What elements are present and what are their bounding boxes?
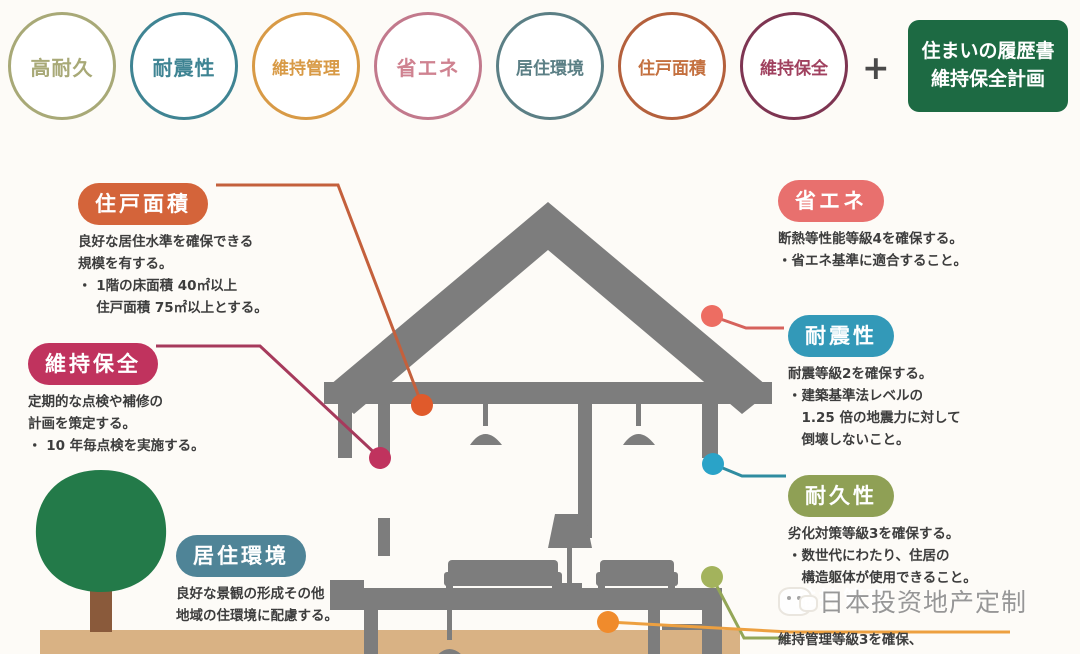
criteria-circle-label: 高耐久 — [30, 55, 94, 80]
callout-sho-ene: 省エネ断熱等性能等級4を確保する。 ・省エネ基準に適合すること。 — [778, 180, 967, 273]
callout-taikyu-sei-body: 劣化対策等級3を確保する。 ・数世代にわたり、住居の 構造躯体が使用できること。 — [788, 526, 977, 586]
callout-kyoju-kankyo: 居住環境良好な景観の形成その他 地域の住環境に配慮する。 — [176, 535, 338, 628]
house-structure — [330, 398, 722, 654]
criteria-circle-label: 維持保全 — [760, 58, 828, 79]
criteria-circle-6[interactable]: 維持保全 — [740, 12, 848, 120]
marker-dot-group — [369, 305, 724, 633]
callout-taikyu-sei: 耐久性劣化対策等級3を確保する。 ・数世代にわたり、住居の 構造躯体が使用できる… — [788, 475, 977, 590]
marker-taishin-sei — [702, 453, 724, 475]
callout-sho-ene-body: 断熱等性能等級4を確保する。 ・省エネ基準に適合すること。 — [778, 231, 967, 269]
badge-line-2: 維持保全計画 — [930, 68, 1045, 90]
callout-iji-hozen-body: 定期的な点検や補修の 計画を策定する。 ・ 10 年毎点検を実施する。 — [28, 394, 205, 454]
marker-juko-menseki — [411, 394, 433, 416]
criteria-circle-0[interactable]: 高耐久 — [8, 12, 116, 120]
callout-juko-menseki-body: 良好な居住水準を確保できる 規模を有する。 ・ 1階の床面積 40㎡以上 住戸面… — [78, 234, 268, 316]
criteria-circle-4[interactable]: 居住環境 — [496, 12, 604, 120]
house-cutaway-illustration — [35, 183, 1010, 654]
callout-taishin-sei: 耐震性耐震等級2を確保する。 ・建築基準法レベルの 1.25 倍の地震力に対して… — [788, 315, 961, 451]
upper-floor-furniture — [444, 398, 678, 592]
criteria-circle-label: 耐震性 — [152, 55, 216, 80]
callout-iji-hozen-pill: 維持保全 — [28, 343, 158, 385]
criteria-circle-3[interactable]: 省エネ — [374, 12, 482, 120]
callout-juko-menseki-pill: 住戸面積 — [78, 183, 208, 225]
callout-taikyu-sei-pill: 耐久性 — [788, 475, 894, 517]
criteria-circle-2[interactable]: 維持管理 — [252, 12, 360, 120]
marker-iji-hozen — [369, 447, 391, 469]
callout-sho-ene-pill: 省エネ — [778, 180, 884, 222]
callout-taishin-sei-body: 耐震等級2を確保する。 ・建築基準法レベルの 1.25 倍の地震力に対して 倒壊… — [788, 366, 961, 448]
criteria-circle-5[interactable]: 住戸面積 — [618, 12, 726, 120]
criteria-circle-label: 居住環境 — [516, 58, 584, 79]
marker-taikyu-sei — [701, 566, 723, 588]
tree-icon — [35, 470, 167, 632]
green-badge: 住まいの履歴書 維持保全計画 — [908, 20, 1068, 112]
header-criteria-row: 高耐久 耐震性 維持管理 省エネ 居住環境 住戸面積 維持保全 + 住まいの履歴書 維持保全… — [0, 0, 1080, 140]
connector-lines — [156, 183, 1010, 640]
callout-kyoju-kankyo-pill: 居住環境 — [176, 535, 306, 577]
callout-iji-kanri-pill: 維持管理 — [795, 587, 891, 611]
callout-juko-menseki: 住戸面積良好な居住水準を確保できる 規模を有する。 ・ 1階の床面積 40㎡以上… — [78, 183, 268, 319]
criteria-circle-label: 維持管理 — [272, 58, 340, 79]
callout-iji-kanri: 維持管理 — [778, 578, 908, 620]
criteria-circle-label: 住戸面積 — [638, 58, 706, 79]
badge-line-1: 住まいの履歴書 — [921, 40, 1055, 63]
plus-sign: + — [862, 48, 890, 87]
criteria-circle-label: 省エネ — [396, 55, 460, 80]
callout-kyoju-kankyo-body: 良好な景観の形成その他 地域の住環境に配慮する。 — [176, 586, 338, 624]
roof — [324, 202, 772, 414]
ground — [40, 630, 740, 654]
callout-taishin-sei-pill: 耐震性 — [788, 315, 894, 357]
callout-iji-hozen: 維持保全定期的な点検や補修の 計画を策定する。 ・ 10 年毎点検を実施する。 — [28, 343, 205, 458]
criteria-circle-1[interactable]: 耐震性 — [130, 12, 238, 120]
marker-iji-kanri — [597, 611, 619, 633]
marker-sho-ene — [701, 305, 723, 327]
callout-iji-kanri-body: 維持管理等級3を確保、 — [778, 632, 923, 648]
